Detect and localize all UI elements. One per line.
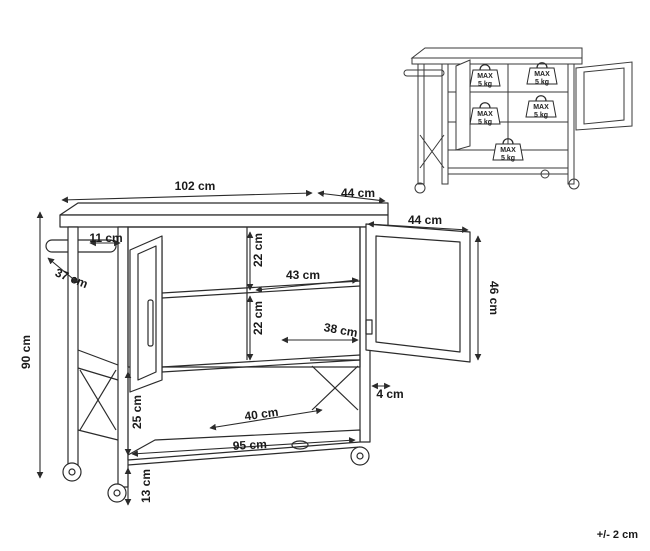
load-label-3: MAX: [477, 111, 493, 118]
dim-shelf-width: 43 cm: [286, 268, 320, 282]
dim-door-height: 46 cm: [487, 281, 501, 315]
load-label-3-weight: 5 kg: [478, 119, 492, 126]
dim-handle-reach: 11 cm: [89, 231, 122, 245]
dim-bottom-shelf-gap: 25 cm: [130, 395, 144, 429]
load-label-2-weight: 5 kg: [535, 79, 549, 86]
dim-shelf-gap-top: 22 cm: [251, 233, 265, 267]
tolerance-note: +/- 2 cm: [596, 529, 638, 541]
load-label-2: MAX: [534, 71, 550, 78]
dim-shelf-gap-mid: 22 cm: [251, 301, 265, 335]
load-label-5: MAX: [500, 147, 516, 154]
dim-total-height: 90 cm: [19, 335, 33, 369]
dim-bottom-shelf-depth: 40 cm: [244, 405, 280, 424]
dimension-lines: [36, 189, 482, 506]
dim-shelf-depth: 38 cm: [323, 320, 359, 340]
dim-door-width: 44 cm: [408, 213, 442, 227]
load-label-1: MAX: [477, 73, 493, 80]
dim-bottom-width: 95 cm: [232, 437, 267, 453]
load-label-1-weight: 5 kg: [478, 81, 492, 88]
dim-depth-top: 44 cm: [341, 186, 375, 200]
load-label-4-weight: 5 kg: [534, 112, 548, 119]
dim-width-total: 102 cm: [175, 179, 216, 193]
load-label-4: MAX: [533, 104, 549, 111]
load-capacity-diagram: [403, 47, 633, 194]
dim-door-offset: 4 cm: [376, 387, 403, 401]
load-label-5-weight: 5 kg: [501, 155, 515, 162]
dim-wheel-clearance: 13 cm: [139, 469, 153, 503]
